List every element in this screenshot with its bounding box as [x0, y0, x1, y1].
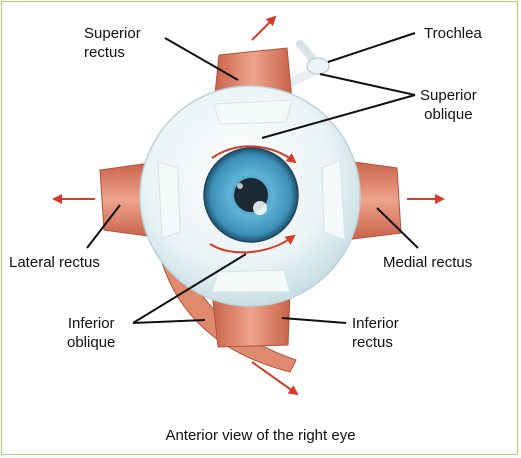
- leader-inferior-rectus: [281, 317, 347, 324]
- label-medial-rectus: Medial rectus: [383, 254, 473, 271]
- lateral-rectus-tendon: [157, 161, 181, 239]
- rotation-arrow-lower: [209, 234, 296, 254]
- leader-trochlea: [327, 32, 416, 63]
- label-trochlea: Trochlea: [424, 25, 482, 42]
- label-superior-rectus: Superior rectus: [84, 25, 141, 61]
- medial-rectus-tendon: [321, 159, 346, 241]
- leader-superior-oblique-a: [319, 73, 416, 96]
- leader-inferior-oblique-a: [132, 253, 247, 324]
- leader-lateral-rectus: [86, 204, 121, 249]
- leader-medial-rectus: [376, 207, 419, 249]
- eye-highlight-small: [237, 183, 243, 189]
- label-inferior-rectus: Inferior rectus: [352, 315, 399, 351]
- superior-rectus-tendon: [213, 99, 293, 125]
- inferior-rectus-tendon: [211, 269, 291, 293]
- label-superior-oblique: Superior oblique: [420, 87, 477, 123]
- leader-inferior-oblique-b: [132, 319, 206, 324]
- figure-caption: Anterior view of the right eye: [165, 427, 356, 444]
- leader-superior-oblique-b: [261, 94, 416, 139]
- rotation-arrow-upper: [211, 145, 297, 164]
- eye-highlight: [253, 201, 267, 215]
- leader-superior-rectus: [164, 37, 239, 81]
- label-lateral-rectus: Lateral rectus: [9, 254, 100, 271]
- arrow-inferior: [251, 361, 299, 396]
- label-inferior-oblique: Inferior oblique: [67, 315, 116, 351]
- trochlea-shape: [306, 57, 330, 75]
- arrow-superior: [251, 15, 277, 41]
